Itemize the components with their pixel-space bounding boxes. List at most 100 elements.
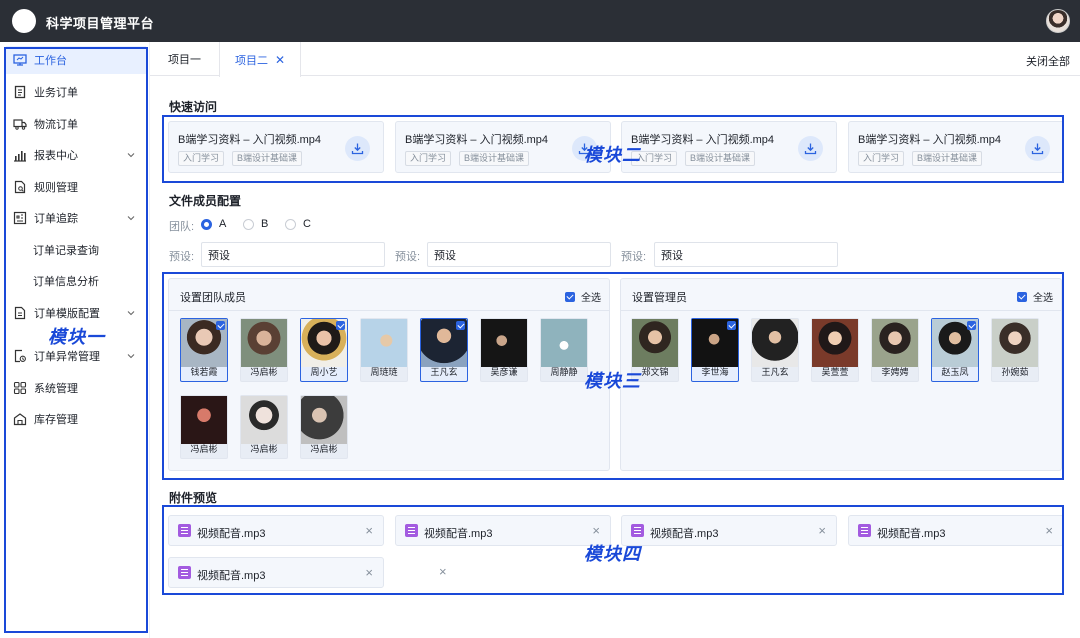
member-tile[interactable]: 郑文锦 bbox=[631, 318, 679, 382]
member-tile[interactable]: 周琏琏 bbox=[360, 318, 408, 382]
member-tile[interactable]: 冯启彬 bbox=[240, 318, 288, 382]
sidebar-item-label: 订单记录查询 bbox=[33, 245, 99, 257]
member-tile[interactable]: 李世海 bbox=[691, 318, 739, 382]
file-tag: B端设计基础课 bbox=[232, 151, 303, 166]
preset-input[interactable] bbox=[201, 242, 385, 267]
member-tile[interactable]: 王凡玄 bbox=[751, 318, 799, 382]
member-tile[interactable]: 周静静 bbox=[540, 318, 588, 382]
select-all-checkbox[interactable]: 全选 bbox=[1017, 289, 1053, 304]
tab-project-2[interactable]: 项目二 ✕ bbox=[219, 42, 302, 77]
sidebar-item-inventory[interactable]: 库存管理 bbox=[6, 405, 146, 433]
file-tag: 入门学习 bbox=[405, 151, 452, 166]
module-4-label: 模块四 bbox=[584, 544, 641, 564]
user-avatar[interactable] bbox=[1046, 9, 1070, 33]
audio-file-icon bbox=[405, 524, 418, 537]
file-card[interactable]: B端学习资料 – 入门视频.mp4 入门学习 B端设计基础课 bbox=[848, 121, 1064, 173]
member-tile[interactable]: 吴萱萱 bbox=[811, 318, 859, 382]
chevron-down-icon bbox=[127, 311, 135, 316]
preset-input[interactable] bbox=[654, 242, 838, 267]
sidebar-subitem-order-records[interactable]: 订单记录查询 bbox=[6, 236, 146, 264]
download-button[interactable] bbox=[345, 136, 370, 161]
member-photo bbox=[812, 319, 858, 367]
preset-label: 预设: bbox=[395, 251, 421, 263]
member-tile[interactable]: 王凡玄 bbox=[420, 318, 468, 382]
panel-title: 设置团队成员 bbox=[180, 292, 246, 304]
sidebar-item-order-tracking[interactable]: 订单追踪 bbox=[6, 204, 146, 232]
tab-bar: 项目一 项目二 ✕ 关闭全部 bbox=[150, 42, 1080, 77]
member-name: 吴萱萱 bbox=[821, 367, 849, 377]
member-name: 孙婉茹 bbox=[1001, 367, 1029, 377]
sidebar-item-system[interactable]: 系统管理 bbox=[6, 374, 146, 402]
panel-title: 设置管理员 bbox=[632, 292, 687, 304]
select-all-checkbox[interactable]: 全选 bbox=[565, 289, 601, 304]
member-tile[interactable]: 吴彦谦 bbox=[480, 318, 528, 382]
module-2-label: 模块二 bbox=[584, 145, 641, 165]
remove-attachment-button[interactable]: × bbox=[365, 523, 373, 538]
top-bar: 科学项目管理平台 bbox=[0, 0, 1080, 42]
member-name: 周小艺 bbox=[310, 367, 338, 377]
member-tile[interactable]: 孙婉茹 bbox=[991, 318, 1039, 382]
sidebar bbox=[0, 42, 150, 638]
download-button[interactable] bbox=[1025, 136, 1050, 161]
attachment-item[interactable]: 视频配音.mp3 × bbox=[395, 515, 611, 546]
sidebar-item-reports[interactable]: 报表中心 bbox=[6, 141, 146, 169]
sidebar-subitem-order-analysis[interactable]: 订单信息分析 bbox=[6, 267, 146, 295]
remove-attachment-button[interactable]: × bbox=[1045, 523, 1053, 538]
app-title: 科学项目管理平台 bbox=[46, 16, 155, 31]
sidebar-item-label: 订单模版配置 bbox=[34, 308, 100, 320]
member-config-title: 文件成员配置 bbox=[169, 194, 242, 208]
attachment-item[interactable]: 视频配音.mp3 × bbox=[848, 515, 1064, 546]
member-tile[interactable]: 赵玉凤 bbox=[931, 318, 979, 382]
download-button[interactable] bbox=[798, 136, 823, 161]
attachment-item[interactable]: 视频配音.mp3 × bbox=[168, 557, 384, 588]
attachment-name: 视频配音.mp3 bbox=[197, 570, 266, 582]
sidebar-item-workbench[interactable]: 工作台 bbox=[6, 46, 146, 74]
remove-attachment-button[interactable]: × bbox=[818, 523, 826, 538]
file-name: B端学习资料 – 入门视频.mp4 bbox=[631, 134, 775, 146]
tab-label: 项目二 bbox=[235, 54, 268, 67]
chevron-down-icon bbox=[127, 216, 135, 221]
file-card[interactable]: B端学习资料 – 入门视频.mp4 入门学习 B端设计基础课 bbox=[395, 121, 611, 173]
tab-project-1[interactable]: 项目一 bbox=[168, 42, 201, 76]
member-tile[interactable]: 周小艺 bbox=[300, 318, 348, 382]
sidebar-item-business-orders[interactable]: 业务订单 bbox=[6, 78, 146, 106]
team-radio-b[interactable]: B bbox=[243, 218, 268, 230]
member-tile[interactable]: 冯启彬 bbox=[180, 395, 228, 459]
file-card[interactable]: B端学习资料 – 入门视频.mp4 入门学习 B端设计基础课 bbox=[621, 121, 837, 173]
sidebar-item-order-exceptions[interactable]: 订单异常管理 bbox=[6, 342, 146, 370]
file-tag: 入门学习 bbox=[858, 151, 905, 166]
checkbox-checked-icon bbox=[456, 321, 465, 330]
member-tile[interactable]: 钱若霞 bbox=[180, 318, 228, 382]
attachment-item[interactable]: 视频配音.mp3 × bbox=[621, 515, 837, 546]
remove-attachment-button[interactable]: × bbox=[439, 564, 447, 579]
sidebar-item-label: 订单信息分析 bbox=[33, 276, 99, 288]
audio-file-icon bbox=[858, 524, 871, 537]
file-card[interactable]: B端学习资料 – 入门视频.mp4 入门学习 B端设计基础课 bbox=[168, 121, 384, 173]
radio-dot bbox=[201, 218, 212, 230]
checkbox-checked-icon bbox=[967, 321, 976, 330]
member-name: 王凡玄 bbox=[430, 367, 458, 377]
grid-icon bbox=[13, 381, 27, 395]
sidebar-item-order-templates[interactable]: 订单模版配置 bbox=[6, 299, 146, 327]
member-name: 冯启彬 bbox=[250, 367, 278, 377]
preset-input[interactable] bbox=[427, 242, 611, 267]
member-name: 冯启彬 bbox=[310, 444, 338, 454]
sidebar-item-logistics-orders[interactable]: 物流订单 bbox=[6, 110, 146, 138]
member-name: 周静静 bbox=[550, 367, 578, 377]
download-button[interactable] bbox=[572, 136, 597, 161]
team-radio-c[interactable]: C bbox=[285, 218, 311, 230]
member-tile[interactable]: 冯启彬 bbox=[240, 395, 288, 459]
remove-attachment-button[interactable]: × bbox=[592, 523, 600, 538]
close-all-button[interactable]: 关闭全部 bbox=[1026, 56, 1070, 68]
sidebar-item-rules[interactable]: 规则管理 bbox=[6, 173, 146, 201]
member-tile[interactable]: 李娉娉 bbox=[871, 318, 919, 382]
sidebar-item-label: 订单追踪 bbox=[34, 213, 78, 225]
attachment-item[interactable]: 视频配音.mp3 × bbox=[168, 515, 384, 546]
close-icon[interactable]: ✕ bbox=[275, 52, 286, 67]
remove-attachment-button[interactable]: × bbox=[365, 565, 373, 580]
file-tag: B端设计基础课 bbox=[459, 151, 530, 166]
team-radio-a[interactable]: A bbox=[201, 218, 226, 230]
select-all-label: 全选 bbox=[1033, 293, 1053, 304]
warehouse-icon bbox=[13, 412, 27, 426]
member-tile[interactable]: 冯启彬 bbox=[300, 395, 348, 459]
